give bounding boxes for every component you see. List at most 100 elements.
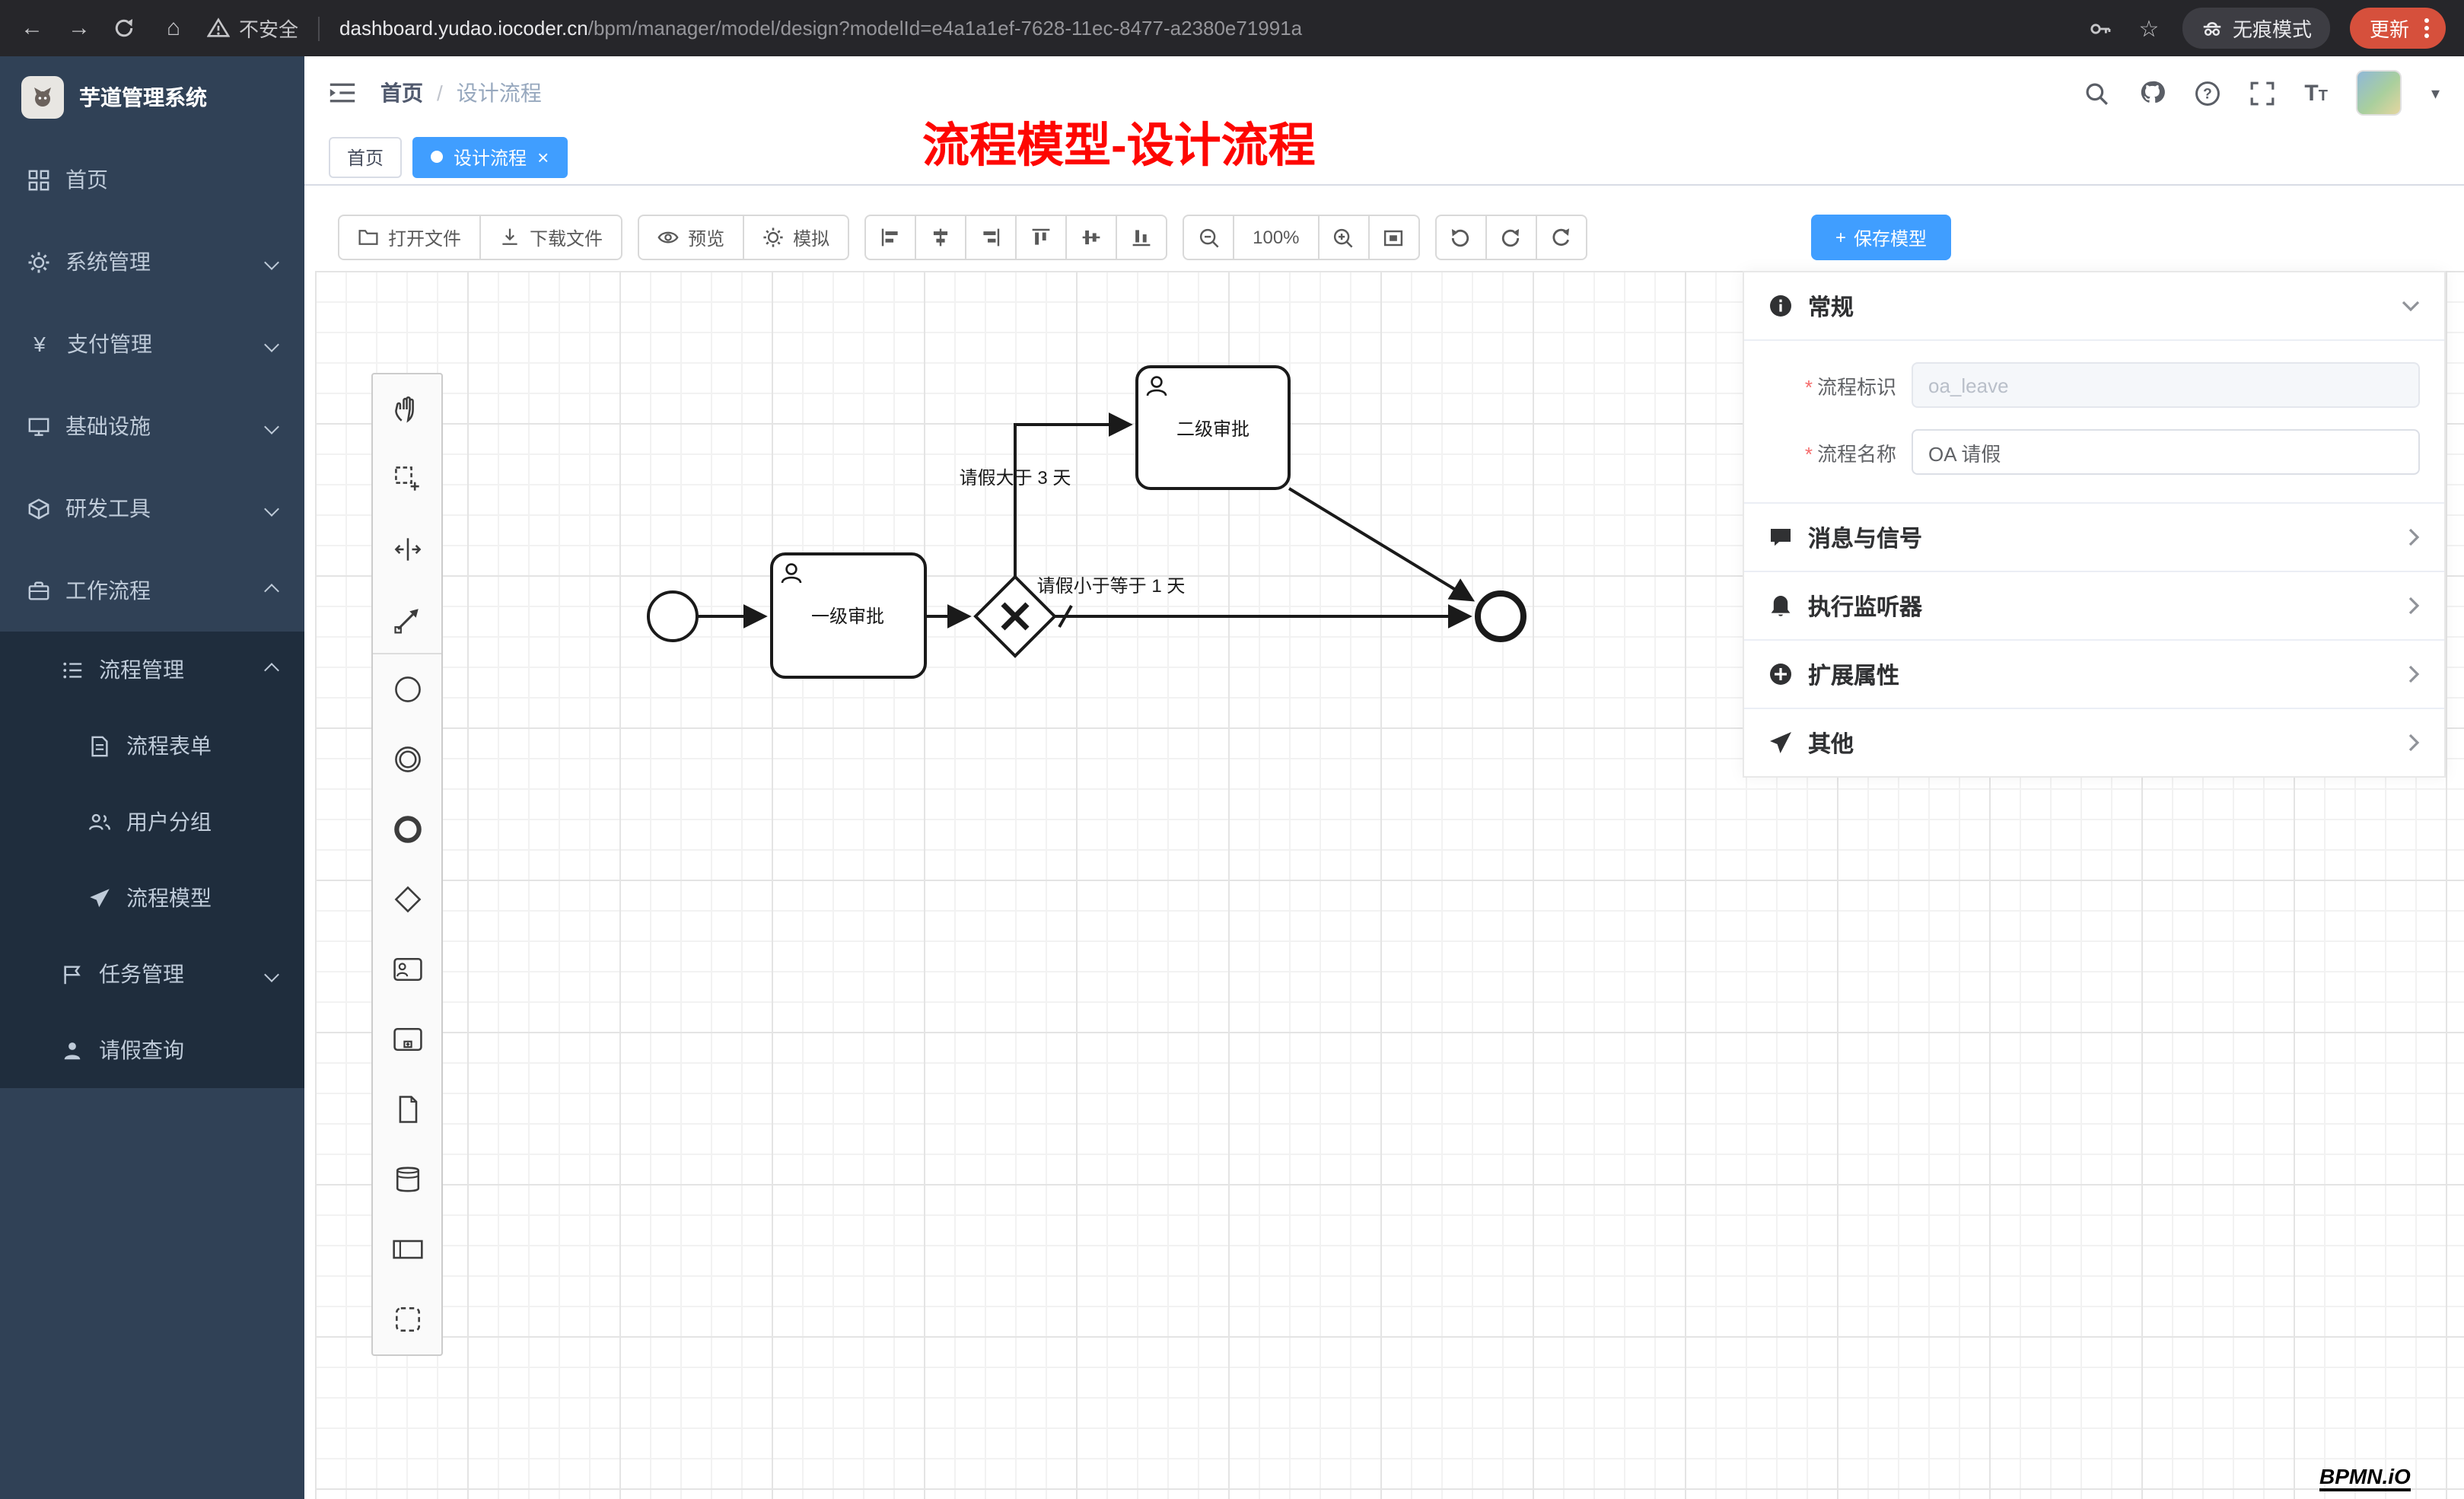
sidebar-item-process-model[interactable]: 流程模型 (0, 860, 304, 936)
restart-button[interactable] (1535, 215, 1587, 260)
zoom-in-button[interactable] (1317, 215, 1370, 260)
exclusive-gateway[interactable] (973, 574, 1057, 658)
process-key-input[interactable] (1912, 362, 2420, 408)
zoom-out-button[interactable] (1183, 215, 1235, 260)
user-task-level1[interactable]: 一级审批 (770, 552, 927, 679)
help-icon[interactable]: ? (2195, 80, 2220, 106)
user-task-level2[interactable]: 二级审批 (1135, 365, 1291, 490)
sidebar-item-task-management[interactable]: 任务管理 (0, 936, 304, 1012)
save-model-button[interactable]: + 保存模型 (1810, 215, 1951, 260)
properties-panel: 常规 流程标识 流程名称 消息与信号 执行监听器 (1743, 271, 2446, 778)
sidebar-item-payment-management[interactable]: ¥ 支付管理 (0, 303, 304, 385)
menu-dots-icon[interactable] (2424, 26, 2429, 30)
sidebar-item-system-management[interactable]: 系统管理 (0, 221, 304, 303)
subprocess-icon (393, 1027, 422, 1052)
create-group[interactable] (373, 1284, 441, 1354)
app-logo[interactable]: 芋道管理系统 (0, 56, 304, 138)
download-file-button[interactable]: 下载文件 (479, 215, 623, 260)
key-icon[interactable] (2088, 16, 2115, 40)
close-icon[interactable]: × (537, 145, 549, 168)
panel-section-extended-properties[interactable]: 扩展属性 (1744, 639, 2444, 708)
sidebar-collapse-icon[interactable] (329, 81, 356, 105)
redo-icon (1502, 228, 1520, 247)
align-right-button[interactable] (965, 215, 1017, 260)
flow-label-le1day[interactable]: 请假小于等于 1 天 (1037, 576, 1186, 597)
panel-section-other[interactable]: 其他 (1744, 708, 2444, 776)
create-data-object[interactable] (373, 1074, 441, 1144)
user-avatar[interactable] (2356, 70, 2402, 116)
panel-section-general[interactable]: 常规 (1744, 272, 2444, 341)
flow-task2-to-end[interactable] (1288, 487, 1476, 602)
bpmn-io-watermark[interactable]: BPMN.iO (2319, 1464, 2411, 1491)
space-tool[interactable] (373, 514, 441, 584)
reload-icon[interactable] (113, 17, 140, 40)
create-participant[interactable] (373, 1214, 441, 1284)
back-icon[interactable]: ← (21, 15, 43, 41)
tab-label: 设计流程 (454, 147, 527, 168)
align-middle-button[interactable] (1065, 215, 1118, 260)
site-security[interactable]: 不安全 (207, 14, 298, 43)
sidebar-item-process-management[interactable]: 流程管理 (0, 632, 304, 708)
sidebar-item-home[interactable]: 首页 (0, 138, 304, 221)
home-icon[interactable]: ⌂ (166, 15, 181, 41)
create-intermediate-event[interactable] (373, 724, 441, 794)
zoom-level[interactable]: 100% (1233, 215, 1320, 260)
open-file-button[interactable]: 打开文件 (338, 215, 482, 260)
create-data-store[interactable] (373, 1144, 441, 1214)
designer-toolbar: 打开文件 下载文件 预览 模拟 (338, 215, 1951, 260)
panel-section-execution-listeners[interactable]: 执行监听器 (1744, 571, 2444, 639)
align-bottom-button[interactable] (1116, 215, 1168, 260)
sidebar-item-infrastructure[interactable]: 基础设施 (0, 385, 304, 467)
address-bar[interactable]: dashboard.yudao.iocoder.cn/bpm/manager/m… (339, 17, 2068, 40)
end-event[interactable] (1475, 590, 1526, 642)
connect-icon (393, 608, 418, 633)
caret-down-icon[interactable]: ▾ (2431, 84, 2440, 103)
create-user-task[interactable] (373, 934, 441, 1004)
start-event[interactable] (647, 590, 699, 642)
create-start-event[interactable] (373, 654, 441, 724)
sidebar-item-leave-query[interactable]: 请假查询 (0, 1012, 304, 1088)
process-name-label: 流程名称 (1768, 438, 1912, 466)
plus-icon: + (1835, 227, 1846, 248)
section-title: 消息与信号 (1808, 526, 1923, 552)
incognito-badge: 无痕模式 (2182, 8, 2330, 49)
zoom-reset-button[interactable] (1367, 215, 1420, 260)
global-connect-tool[interactable] (373, 584, 441, 654)
update-button[interactable]: 更新 (2349, 8, 2446, 49)
process-name-input[interactable] (1912, 429, 2420, 475)
create-gateway[interactable] (373, 864, 441, 934)
redo-button[interactable] (1485, 215, 1537, 260)
sidebar-item-process-form[interactable]: 流程表单 (0, 708, 304, 784)
bookmark-star-icon[interactable]: ☆ (2138, 16, 2160, 42)
github-icon[interactable] (2138, 79, 2166, 107)
align-top-button[interactable] (1015, 215, 1068, 260)
chevron-right-icon (2408, 528, 2420, 546)
breadcrumb-current: 设计流程 (456, 81, 542, 105)
simulate-button[interactable]: 模拟 (743, 215, 850, 260)
preview-button[interactable]: 预览 (638, 215, 745, 260)
align-left-icon (881, 228, 898, 247)
tab-home[interactable]: 首页 (329, 136, 403, 177)
lasso-tool[interactable] (373, 444, 441, 514)
align-center-button[interactable] (915, 215, 967, 260)
undo-button[interactable] (1434, 215, 1487, 260)
align-left-button[interactable] (864, 215, 917, 260)
panel-section-messages-signals[interactable]: 消息与信号 (1744, 502, 2444, 571)
monitor-icon (28, 417, 49, 435)
tab-design-process[interactable]: 设计流程 × (412, 136, 568, 177)
sidebar-item-workflow[interactable]: 工作流程 (0, 549, 304, 632)
create-subprocess[interactable] (373, 1004, 441, 1074)
forward-icon[interactable]: → (68, 15, 91, 41)
search-icon[interactable] (2084, 80, 2109, 106)
sidebar-item-dev-tools[interactable]: 研发工具 (0, 467, 304, 549)
create-end-event[interactable] (373, 794, 441, 864)
hand-tool[interactable] (373, 374, 441, 444)
flow-gateway-to-task2[interactable] (1014, 412, 1133, 577)
sidebar-item-user-group[interactable]: 用户分组 (0, 784, 304, 860)
sidebar-submenu-workflow: 流程管理 流程表单 用户分组 流程模型 任务管理 请假 (0, 632, 304, 1088)
fullscreen-icon[interactable] (2249, 80, 2275, 106)
breadcrumb-home[interactable]: 首页 (380, 81, 423, 105)
flow-label-gt3days[interactable]: 请假大于 3 天 (960, 468, 1071, 489)
